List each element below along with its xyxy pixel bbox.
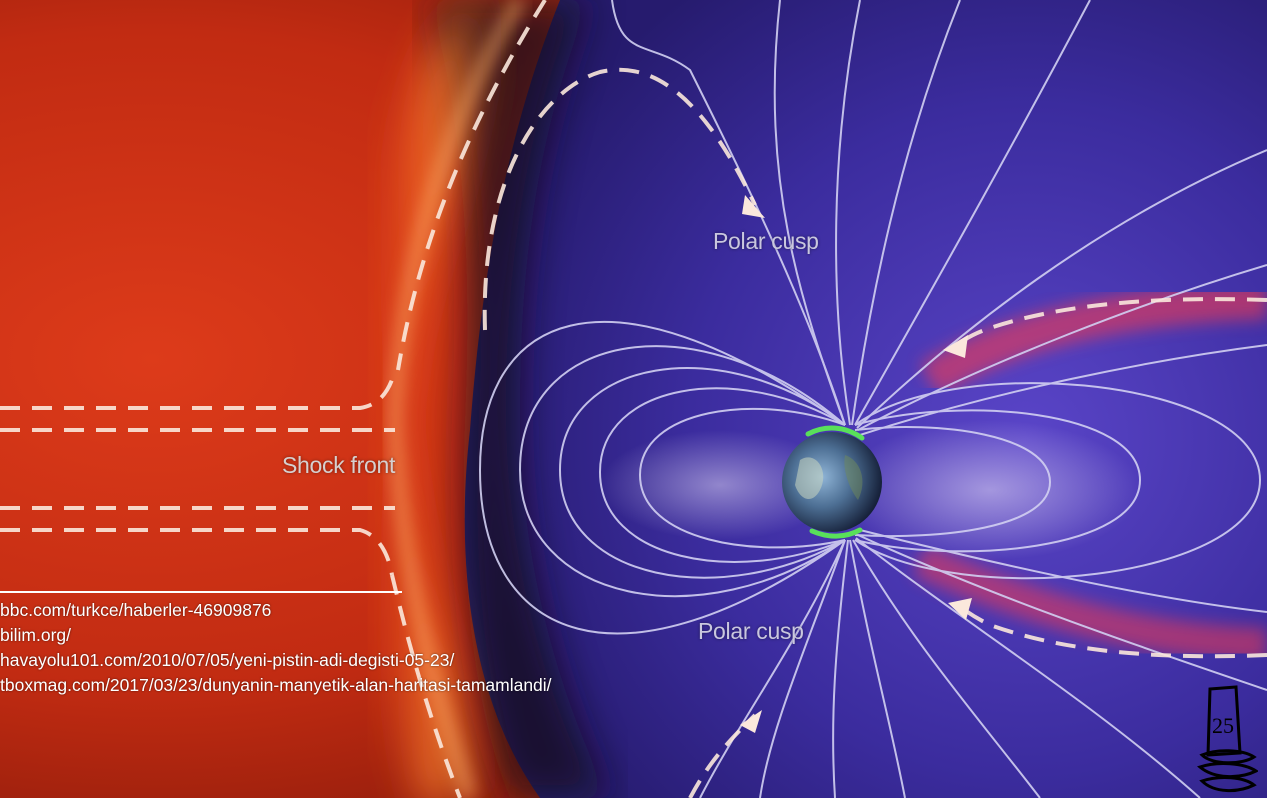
earth-globe xyxy=(782,425,882,539)
polar-cusp-bottom-label: Polar cusp xyxy=(698,618,804,644)
sources-divider xyxy=(0,591,402,593)
source-link[interactable]: tboxmag.com/2017/03/23/dunyanin-manyetik… xyxy=(0,675,552,695)
source-list: bbc.com/turkce/haberler-46909876 bilim.o… xyxy=(0,598,552,698)
polar-cusp-top-label: Polar cusp xyxy=(713,228,819,254)
source-link[interactable]: bbc.com/turkce/haberler-46909876 xyxy=(0,600,272,620)
stamp-text: 25 xyxy=(1212,713,1234,738)
logo-stamp-icon: 25 xyxy=(1197,685,1258,792)
source-link[interactable]: havayolu101.com/2010/07/05/yeni-pistin-a… xyxy=(0,650,455,670)
source-link[interactable]: bilim.org/ xyxy=(0,625,71,645)
field-lines xyxy=(478,0,1267,798)
shock-front-label: Shock front xyxy=(282,452,396,478)
